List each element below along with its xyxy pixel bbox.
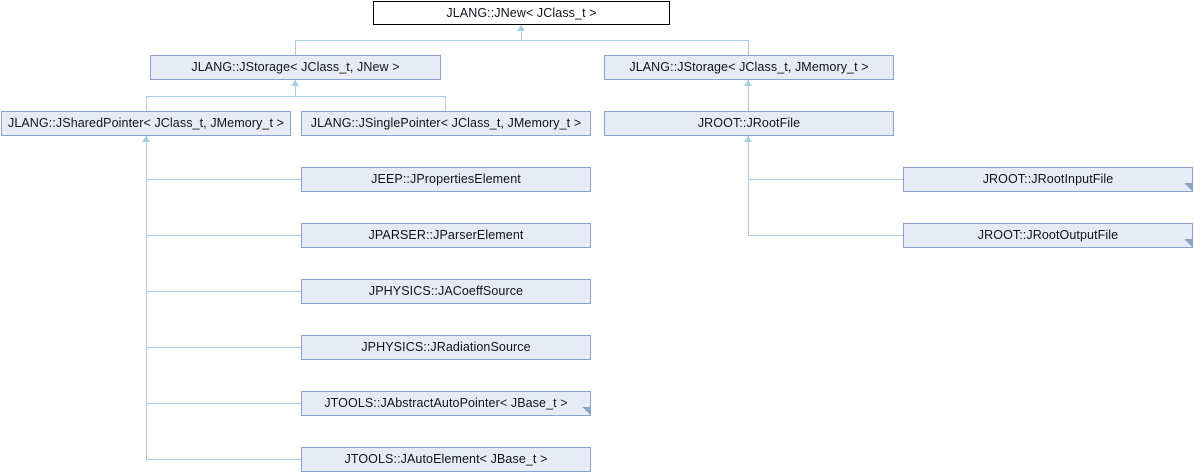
- node-jtools-jabstractautopointer[interactable]: JTOOLS::JAbstractAutoPointer< JBase_t >: [301, 391, 591, 416]
- node-label-jlang-jsinglepointer: JLANG::JSinglePointer< JClass_t, JMemory…: [310, 116, 582, 131]
- edge-jstorage-jmemory-to-jnew-horizontal: [521, 40, 749, 41]
- edge-branch-to-jautoelement: [146, 459, 302, 460]
- node-jtools-jautoelement[interactable]: JTOOLS::JAutoElement< JBase_t >: [301, 447, 591, 472]
- edge-jstorage-jnew-children-bar: [146, 96, 446, 97]
- node-label-jphysics-jradiationsource: JPHYSICS::JRadiationSource: [361, 340, 531, 355]
- arrowhead-into-jsharedpointer: [142, 136, 150, 142]
- edge-branch-to-jabstractautopointer: [146, 403, 302, 404]
- edge-branch-to-jrootoutputfile: [748, 235, 904, 236]
- node-jroot-jrootinputfile[interactable]: JROOT::JRootInputFile: [903, 167, 1193, 192]
- node-label-jlang-jsharedpointer: JLANG::JSharedPointer< JClass_t, JMemory…: [7, 116, 285, 131]
- node-label-jlang-jnew: JLANG::JNew< JClass_t >: [446, 5, 597, 20]
- node-jlang-jstorage-jmemory[interactable]: JLANG::JStorage< JClass_t, JMemory_t >: [604, 55, 894, 80]
- node-jroot-jrootfile[interactable]: JROOT::JRootFile: [604, 111, 894, 136]
- node-jlang-jstorage-jnew[interactable]: JLANG::JStorage< JClass_t, JNew >: [150, 55, 441, 80]
- node-label-jtools-jabstractautopointer: JTOOLS::JAbstractAutoPointer< JBase_t >: [324, 396, 568, 411]
- node-jparser-jparserelement[interactable]: JPARSER::JParserElement: [301, 223, 591, 248]
- node-label-jroot-jrootoutputfile: JROOT::JRootOutputFile: [977, 228, 1119, 243]
- edge-branch-to-jrootinputfile: [748, 179, 904, 180]
- arrowhead-into-jstorage-jmemory: [744, 80, 752, 86]
- edge-jsharedpointer-children-trunk: [146, 136, 147, 460]
- arrowhead-into-jstorage-jnew: [291, 80, 299, 86]
- edge-jstorage-jnew-children-stem: [295, 80, 296, 96]
- edge-to-jsharedpointer-drop: [146, 96, 147, 111]
- edge-jrootfile-riser: [748, 80, 749, 111]
- node-label-jroot-jrootinputfile: JROOT::JRootInputFile: [982, 172, 1114, 187]
- node-jlang-jnew[interactable]: JLANG::JNew< JClass_t >: [373, 1, 670, 25]
- edge-jstorage-jnew-to-jnew-horizontal: [295, 40, 522, 41]
- node-jlang-jsharedpointer[interactable]: JLANG::JSharedPointer< JClass_t, JMemory…: [1, 111, 291, 136]
- edge-jrootfile-children-trunk: [748, 136, 749, 236]
- edge-branch-to-jradiationsource: [146, 347, 302, 348]
- edge-to-jsinglepointer-drop: [445, 96, 446, 111]
- edge-branch-to-jpropertieselement: [146, 179, 302, 180]
- node-label-jeep-jpropertieselement: JEEP::JPropertiesElement: [371, 172, 521, 187]
- edge-jstorage-jnew-to-jnew-vertical: [521, 31, 522, 41]
- edge-jstorage-jnew-to-jnew-riser: [295, 40, 296, 55]
- node-label-jtools-jautoelement: JTOOLS::JAutoElement< JBase_t >: [344, 452, 548, 467]
- node-jeep-jpropertieselement[interactable]: JEEP::JPropertiesElement: [301, 167, 591, 192]
- node-jlang-jsinglepointer[interactable]: JLANG::JSinglePointer< JClass_t, JMemory…: [301, 111, 591, 136]
- edge-branch-to-jacoeffsource: [146, 291, 302, 292]
- node-label-jlang-jstorage-jnew: JLANG::JStorage< JClass_t, JNew >: [191, 60, 400, 75]
- node-jroot-jrootoutputfile[interactable]: JROOT::JRootOutputFile: [903, 223, 1193, 248]
- node-jphysics-jacoeffsource[interactable]: JPHYSICS::JACoeffSource: [301, 279, 591, 304]
- node-label-jroot-jrootfile: JROOT::JRootFile: [697, 116, 801, 131]
- edge-jstorage-jmemory-to-jnew-riser: [748, 40, 749, 55]
- node-label-jlang-jstorage-jmemory: JLANG::JStorage< JClass_t, JMemory_t >: [629, 60, 869, 75]
- node-label-jparser-jparserelement: JPARSER::JParserElement: [368, 228, 524, 243]
- node-label-jphysics-jacoeffsource: JPHYSICS::JACoeffSource: [368, 284, 524, 299]
- arrowhead-into-jrootfile: [744, 136, 752, 142]
- edge-branch-to-jparserelement: [146, 235, 302, 236]
- node-jphysics-jradiationsource[interactable]: JPHYSICS::JRadiationSource: [301, 335, 591, 360]
- arrowhead-into-jnew: [517, 25, 525, 31]
